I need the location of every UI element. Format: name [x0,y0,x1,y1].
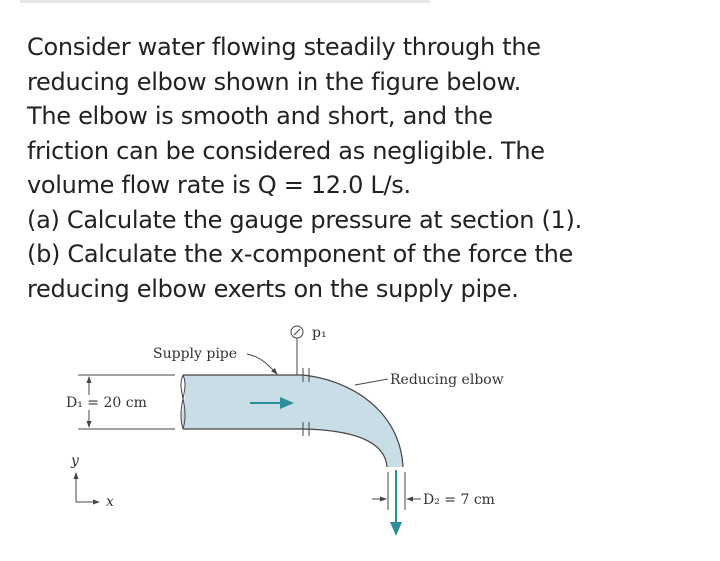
pipe-fluid [180,375,403,467]
question-line: volume flow rate is Q = 12.0 L/s. [27,171,411,199]
question-line: (b) Calculate the x-component of the for… [27,240,574,268]
pipe-break [180,374,186,430]
top-divider [20,0,430,3]
d2-label: D₂ = 7 cm [423,492,495,508]
d1-label: D₁ = 20 cm [66,395,147,411]
x-axis-label: x [106,494,114,510]
y-axis-label: y [70,453,80,469]
question-text: Consider water flowing steadily through … [27,30,707,306]
question-line: Consider water flowing steadily through … [27,33,541,61]
question-line: reducing elbow exerts on the supply pipe… [27,274,519,303]
question-line: (a) Calculate the gauge pressure at sect… [27,205,582,234]
pipe-outline [183,374,404,468]
flange [302,368,310,436]
question-line: friction can be considered as negligible… [27,136,545,165]
supply-pipe-label: Supply pipe [153,346,237,362]
question-line: reducing elbow shown in the figure below… [27,67,521,96]
pressure-label: p₁ [312,325,327,341]
reducing-elbow-label: Reducing elbow [390,372,504,388]
question-line: The elbow is smooth and short, and the [27,102,493,130]
